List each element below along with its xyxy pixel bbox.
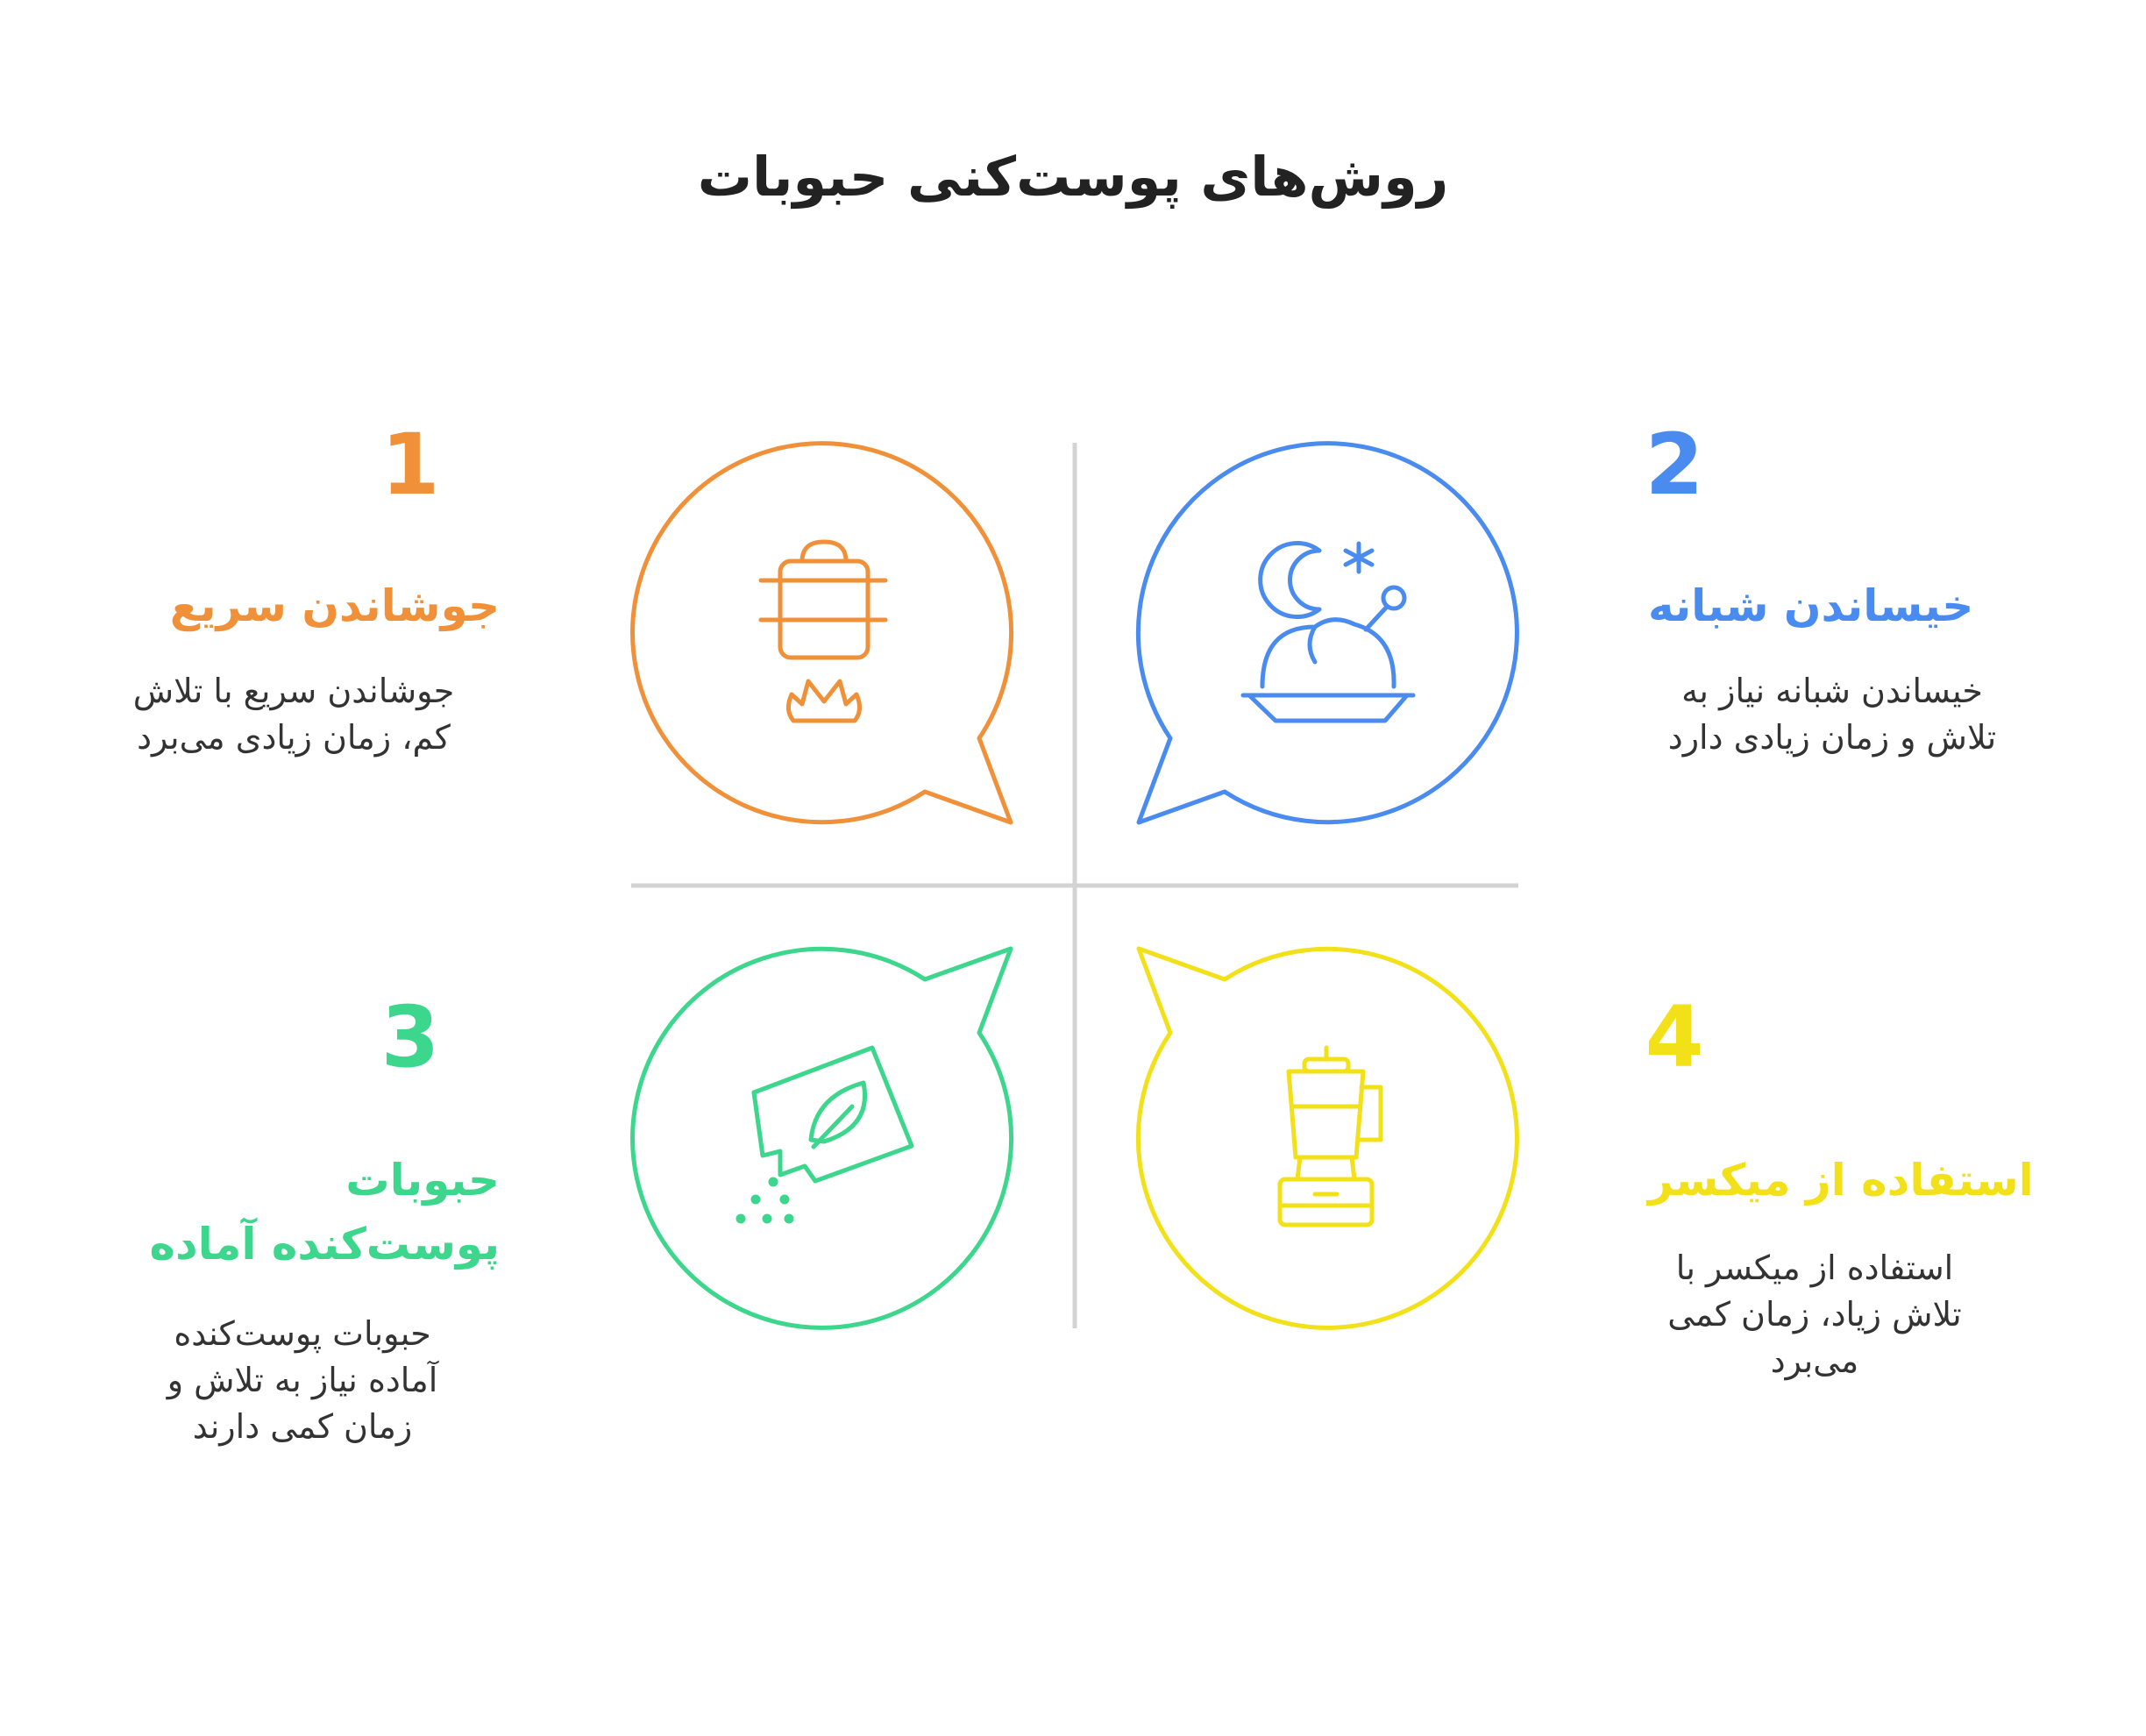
method-3-number: 3 xyxy=(380,988,440,1086)
method-1-description: جوشاندن سریع با تلاش کم، زمان زیادی می‌ب… xyxy=(92,668,495,761)
method-4-description-line-3: می‌برد xyxy=(1770,1341,1859,1381)
bubble-4 xyxy=(1135,946,1519,1330)
method-2-number: 2 xyxy=(1645,416,1704,514)
method-3-description: حبوبات پوست‌کنده آماده نیاز به تلاش و زم… xyxy=(110,1311,495,1451)
method-1-description-line-1: جوشاندن سریع با تلاش xyxy=(132,672,455,710)
method-4-description-line-1: استفاده از میکسر با xyxy=(1675,1249,1954,1287)
method-1-number: 1 xyxy=(380,416,440,514)
method-4-description: استفاده از میکسر با تلاش زیاد، زمان کمی … xyxy=(1631,1245,1999,1385)
method-2-description-line-2: تلاش و زمان زیادی دارد xyxy=(1667,718,1997,758)
seed-packet-icon xyxy=(735,1045,914,1224)
method-1-heading: جوشاندن سریع xyxy=(169,580,500,631)
method-3-description-line-2: آماده نیاز به تلاش و xyxy=(167,1361,438,1400)
method-3-description-line-3: زمان کمی دارند xyxy=(192,1407,413,1447)
method-3-heading: حبوبات پوست‌کنده آماده xyxy=(114,1149,500,1276)
bubble-3 xyxy=(630,946,1014,1330)
method-3-heading-line-2: پوست‌کنده آماده xyxy=(149,1218,500,1270)
page-title: روش‌های پوست‌کنی حبوبات xyxy=(697,145,1449,209)
method-1-description-line-2: کم، زمان زیادی می‌برد xyxy=(137,718,451,758)
bubble-2 xyxy=(1135,441,1519,825)
method-4-number: 4 xyxy=(1645,988,1704,1086)
method-4-description-line-2: تلاش زیاد، زمان کمی xyxy=(1667,1295,1962,1334)
method-4-heading: استفاده از میکسر xyxy=(1648,1155,2034,1206)
method-2-description-line-1: خیساندن شبانه نیاز به xyxy=(1681,672,1983,710)
method-2-heading: خیساندن شبانه xyxy=(1648,580,1974,631)
boiling-pot-icon xyxy=(758,539,888,723)
method-2-description: خیساندن شبانه نیاز به تلاش و زمان زیادی … xyxy=(1622,668,2043,761)
method-3-description-line-1: حبوبات پوست‌کنده xyxy=(174,1314,431,1353)
bubble-1 xyxy=(630,441,1014,825)
blender-icon xyxy=(1277,1045,1383,1227)
overnight-dish-icon xyxy=(1240,541,1416,723)
method-3-heading-line-1: حبوبات xyxy=(345,1155,500,1206)
